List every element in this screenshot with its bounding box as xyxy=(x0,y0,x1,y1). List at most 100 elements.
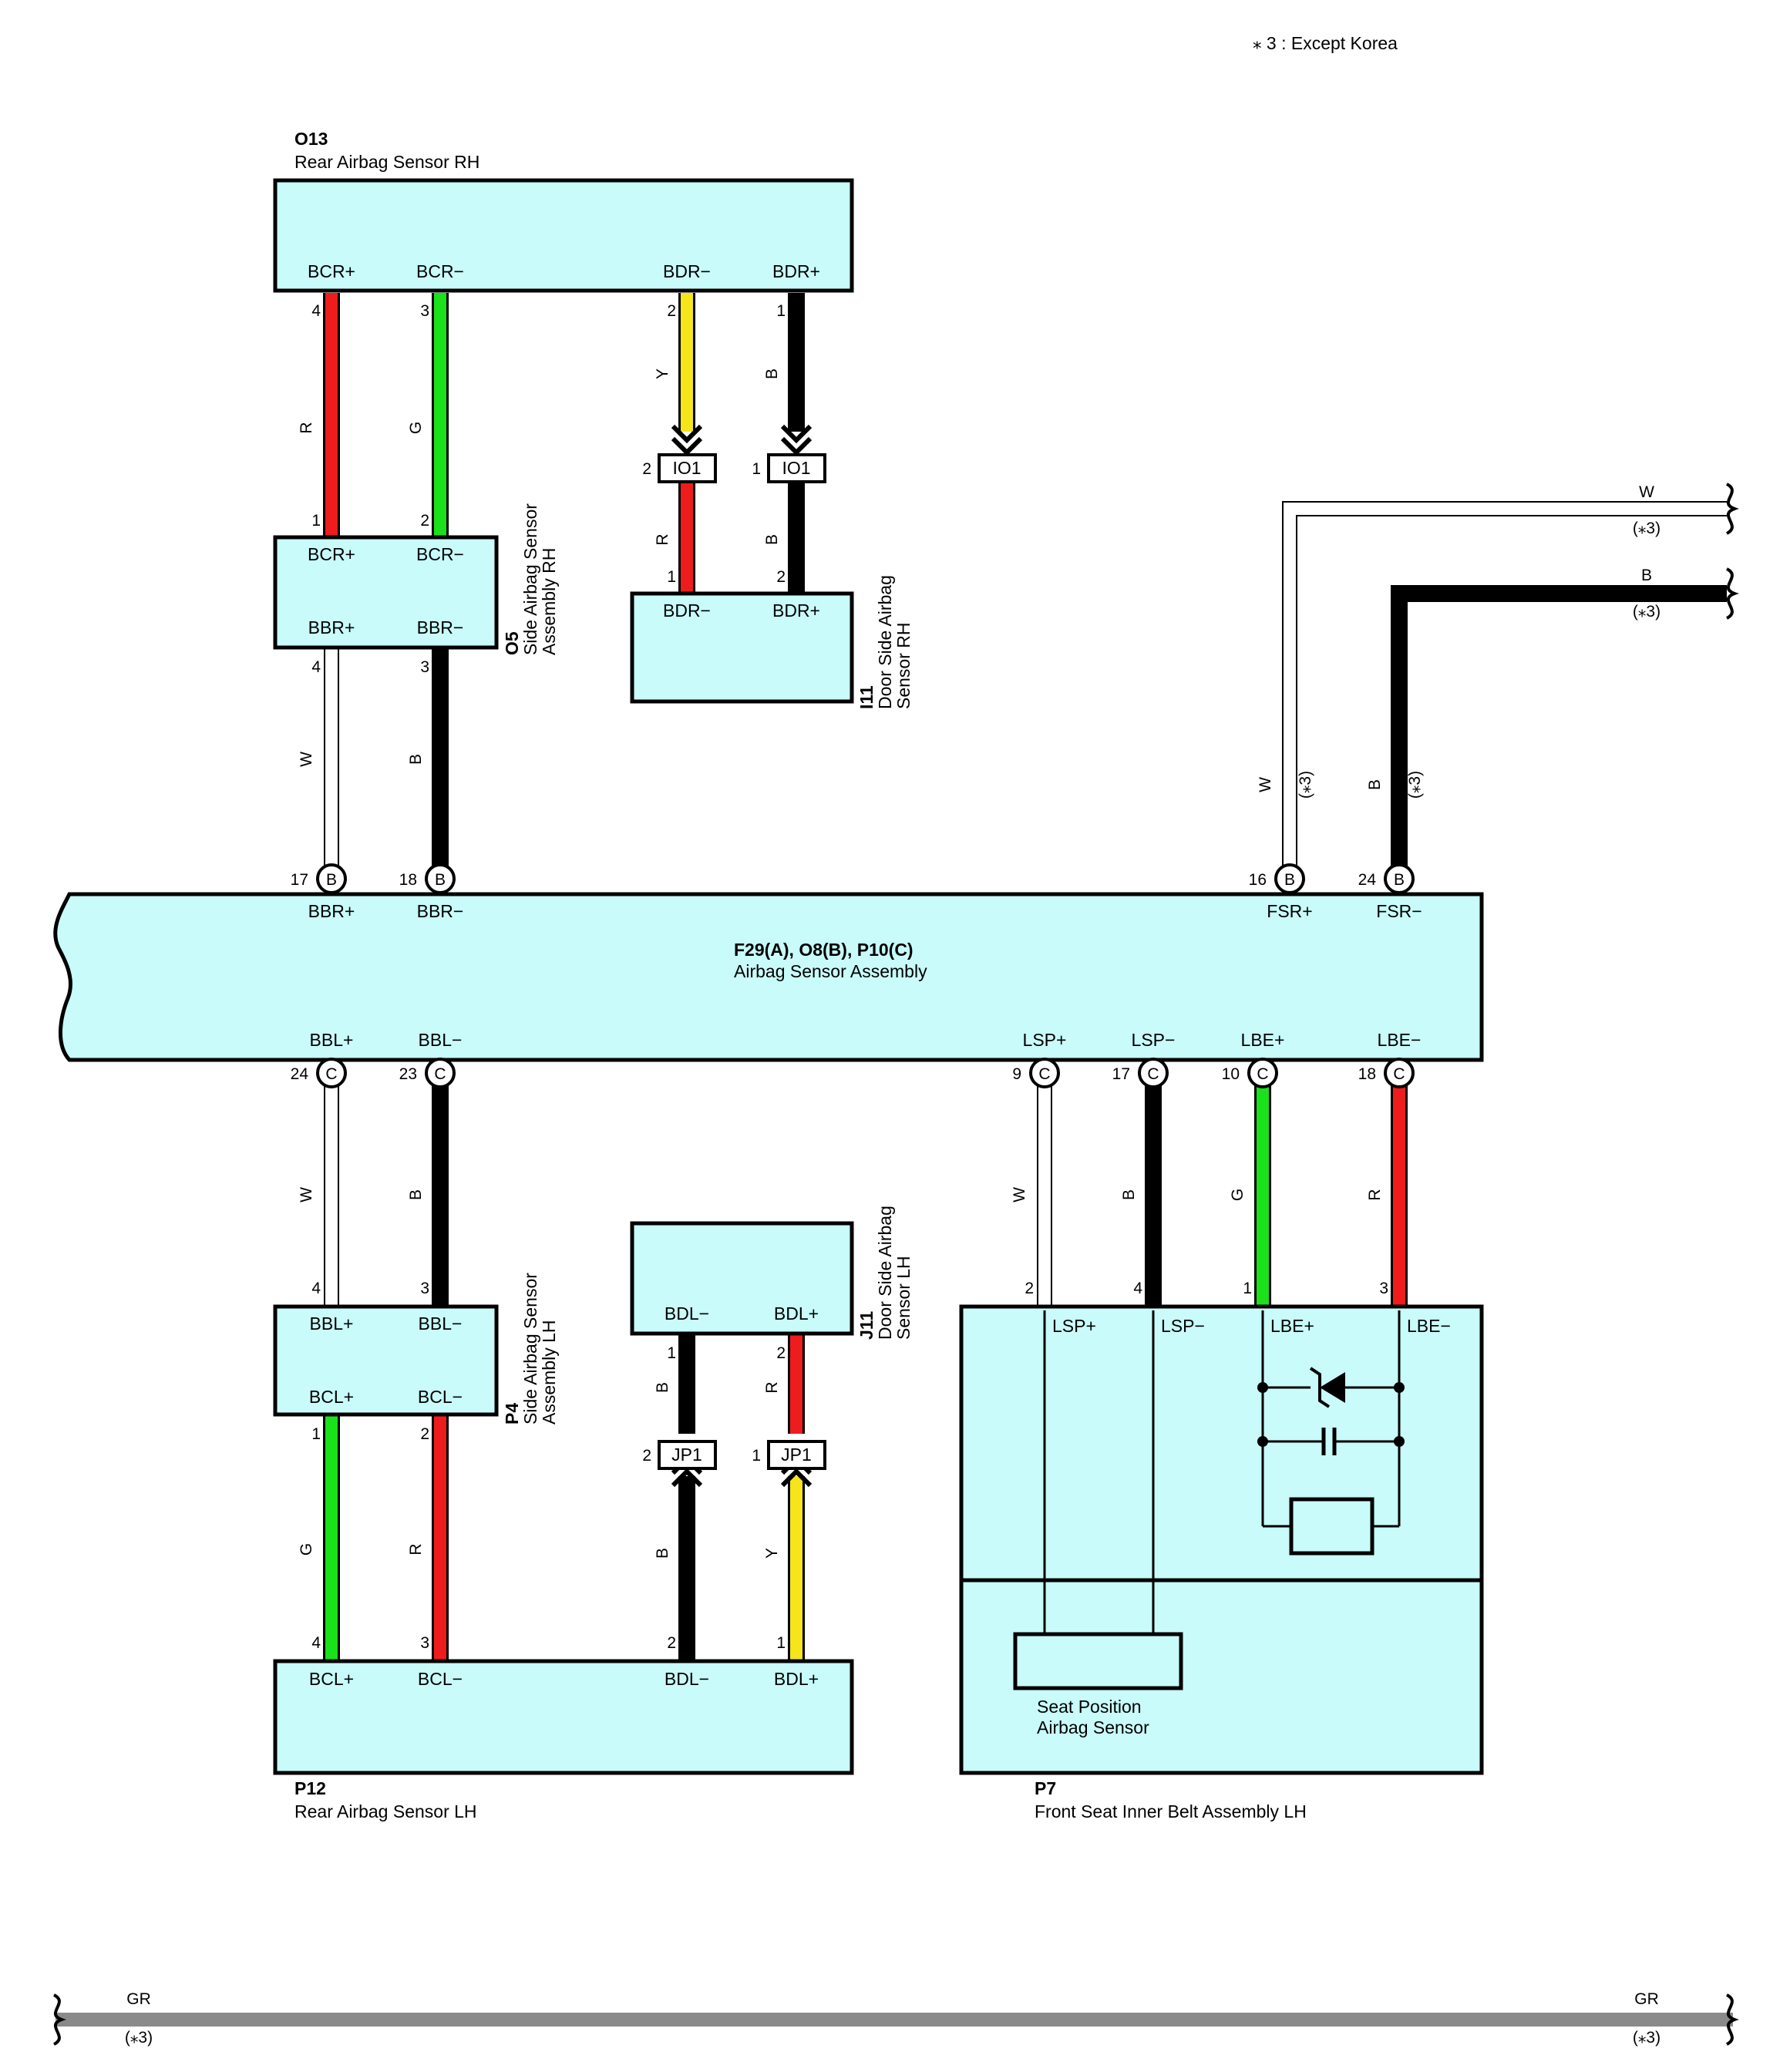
asa-pin-label: LSP+ xyxy=(1023,1030,1067,1050)
o13-name: Rear Airbag Sensor RH xyxy=(294,152,479,172)
wire-color-label: G xyxy=(407,422,425,434)
p7-internal-circuit xyxy=(1043,1310,1401,1634)
wire-color-label: GR xyxy=(1634,1990,1659,2008)
wire-color-label: B xyxy=(1366,779,1384,790)
p4-pin-label: BBL− xyxy=(419,1314,463,1334)
pin-number: 2 xyxy=(667,302,676,320)
asa-pin-label: LBE− xyxy=(1378,1030,1422,1050)
o5-pin-label: BBR+ xyxy=(308,617,355,637)
svg-text:P4: P4 xyxy=(502,1403,522,1424)
p12-pin-label: BCL+ xyxy=(309,1669,354,1689)
pin-number: 3 xyxy=(420,302,429,320)
svg-text:Side Airbag Sensor: Side Airbag Sensor xyxy=(520,503,540,655)
svg-text:C: C xyxy=(1147,1065,1159,1083)
pin-number: 17 xyxy=(291,871,308,889)
j11-title: J11 Door Side Airbag Sensor LH xyxy=(856,1206,914,1340)
pin-number: 1 xyxy=(311,1425,321,1443)
junction-pin: 1 xyxy=(752,460,761,478)
p7-pin-label: LBE− xyxy=(1407,1316,1451,1336)
wire-note: (⁎3) xyxy=(125,2029,153,2047)
wire-color-label: Y xyxy=(763,1548,781,1559)
svg-text:C: C xyxy=(1393,1065,1405,1083)
pin-number: 4 xyxy=(1133,1280,1142,1297)
svg-text:Sensor RH: Sensor RH xyxy=(893,623,914,709)
asa-code: F29(A), O8(B), P10(C) xyxy=(734,940,914,960)
svg-text:C: C xyxy=(1257,1065,1268,1083)
svg-text:IO1: IO1 xyxy=(672,458,701,478)
svg-text:Assembly LH: Assembly LH xyxy=(539,1320,559,1424)
wire-color-label: W xyxy=(298,752,315,767)
asa-pin-label: FSR+ xyxy=(1267,901,1312,921)
svg-text:Sensor LH: Sensor LH xyxy=(893,1256,914,1340)
wire-color-label: R xyxy=(407,1543,425,1555)
connector-o13-box xyxy=(273,178,854,293)
p12-name: Rear Airbag Sensor LH xyxy=(294,1801,477,1821)
svg-text:Assembly RH: Assembly RH xyxy=(539,548,559,655)
junction-pin: 1 xyxy=(752,1447,761,1465)
svg-text:IO1: IO1 xyxy=(782,458,810,478)
pin-number: 16 xyxy=(1249,871,1267,889)
i11-title: I11 Door Side Airbag Sensor RH xyxy=(856,575,914,709)
wire-color-label: B xyxy=(654,1548,671,1559)
p7-pin-label: LSP− xyxy=(1161,1316,1205,1336)
p4-pin-label: BCL+ xyxy=(309,1387,354,1407)
wire-color-label: G xyxy=(298,1543,315,1556)
wire-note: (⁎3) xyxy=(1297,771,1314,799)
seat-position-label-2: Airbag Sensor xyxy=(1037,1717,1149,1737)
pin-number: 2 xyxy=(420,512,429,530)
wire-color-label: B xyxy=(1120,1189,1138,1200)
connector-i11-box xyxy=(630,591,854,704)
asa-terminals: B B B B C C C C C C xyxy=(316,863,1415,1088)
svg-text:I11: I11 xyxy=(856,685,876,709)
pin-number: 18 xyxy=(1358,1065,1376,1083)
pin-number: 9 xyxy=(1012,1065,1021,1083)
terminal-c23: C xyxy=(425,1058,456,1088)
pin-number: 4 xyxy=(311,658,321,676)
terminal-c18: C xyxy=(1384,1058,1415,1088)
junction-io1-left: IO1 xyxy=(658,453,717,483)
pin-number: 24 xyxy=(291,1065,309,1083)
zener-diode-icon xyxy=(1320,1372,1345,1403)
seat-position-sensor-box xyxy=(1013,1632,1183,1690)
wire-color-label: W xyxy=(1011,1187,1028,1202)
svg-text:C: C xyxy=(434,1065,446,1083)
asa-pin-label: BBL+ xyxy=(310,1030,354,1050)
wire-note: (⁎3) xyxy=(1406,771,1424,799)
pin-number: 23 xyxy=(399,1065,417,1083)
p4-pin-label: BCL− xyxy=(418,1387,463,1407)
wire-color-label: B xyxy=(407,754,425,765)
circuit-nodes xyxy=(1257,1382,1405,1447)
p7-pin-label: LBE+ xyxy=(1270,1316,1314,1336)
svg-text:B: B xyxy=(1394,871,1405,889)
wire-color-label: B xyxy=(1641,567,1652,584)
svg-text:O5: O5 xyxy=(502,631,522,655)
pin-number: 2 xyxy=(420,1425,429,1443)
seat-position-label-1: Seat Position xyxy=(1037,1697,1142,1717)
svg-text:Door Side Airbag: Door Side Airbag xyxy=(875,1206,895,1340)
o5-pin-label: BCR− xyxy=(416,544,464,564)
connector-p12-box xyxy=(273,1659,854,1775)
terminal-b18: B xyxy=(425,863,456,894)
wire-note: (⁎3) xyxy=(1633,2029,1660,2047)
i11-pin-label: BDR+ xyxy=(772,600,820,621)
pin-number: 3 xyxy=(420,1280,429,1297)
pin-number: 3 xyxy=(420,1634,429,1652)
svg-text:J11: J11 xyxy=(856,1311,876,1340)
asa-pin-label: BBR− xyxy=(417,901,464,921)
wire-b-fsr-minus xyxy=(1391,585,1727,870)
wire-color-label: B xyxy=(763,534,781,545)
wire-color-label: W xyxy=(298,1187,315,1202)
asa-pin-label: FSR− xyxy=(1376,901,1422,921)
wire-color-label: B xyxy=(407,1189,425,1200)
pin-number: 1 xyxy=(667,568,676,586)
wire-color-label: G xyxy=(1229,1189,1247,1201)
terminal-b24: B xyxy=(1384,863,1415,894)
svg-text:C: C xyxy=(1038,1065,1050,1083)
o13-pin-label: BDR+ xyxy=(772,261,820,281)
o13-pin-label: BCR− xyxy=(416,261,464,281)
svg-text:JP1: JP1 xyxy=(671,1445,702,1465)
terminal-b16: B xyxy=(1274,863,1305,894)
wire-color-label: GR xyxy=(126,1990,151,2008)
pin-number: 1 xyxy=(776,1634,786,1652)
